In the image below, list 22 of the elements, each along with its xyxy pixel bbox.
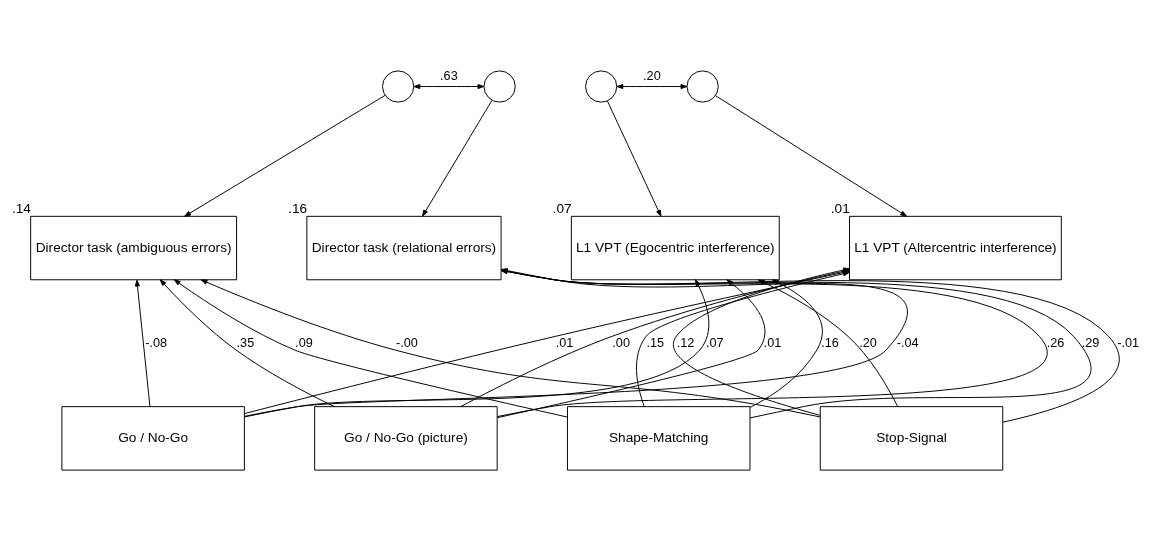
edge-label: .20 — [643, 68, 661, 83]
edge-label: .12 — [676, 335, 695, 350]
edge-label: -.00 — [395, 335, 418, 350]
edge-label: .15 — [646, 335, 665, 350]
edge-label: -.04 — [896, 335, 919, 350]
node-label: .07 — [552, 200, 572, 216]
node-label: .16 — [288, 200, 308, 216]
edge-label: .01 — [763, 335, 782, 350]
edge-label: -.01 — [1117, 335, 1140, 350]
edge-label: .29 — [1081, 335, 1100, 350]
edge-label: .00 — [612, 335, 630, 350]
edge-label: .35 — [236, 335, 255, 350]
edge-label: .63 — [440, 68, 458, 83]
edge-label: .26 — [1046, 335, 1065, 350]
edge-label: .16 — [821, 335, 839, 350]
node-label: .14 — [11, 200, 31, 216]
edge-label: .01 — [555, 335, 574, 350]
edge-label: .20 — [859, 335, 877, 350]
edge-label: .09 — [295, 335, 313, 350]
edge-label: .07 — [706, 335, 724, 350]
node-label: .01 — [830, 200, 850, 216]
edge-label: -.08 — [145, 335, 167, 350]
